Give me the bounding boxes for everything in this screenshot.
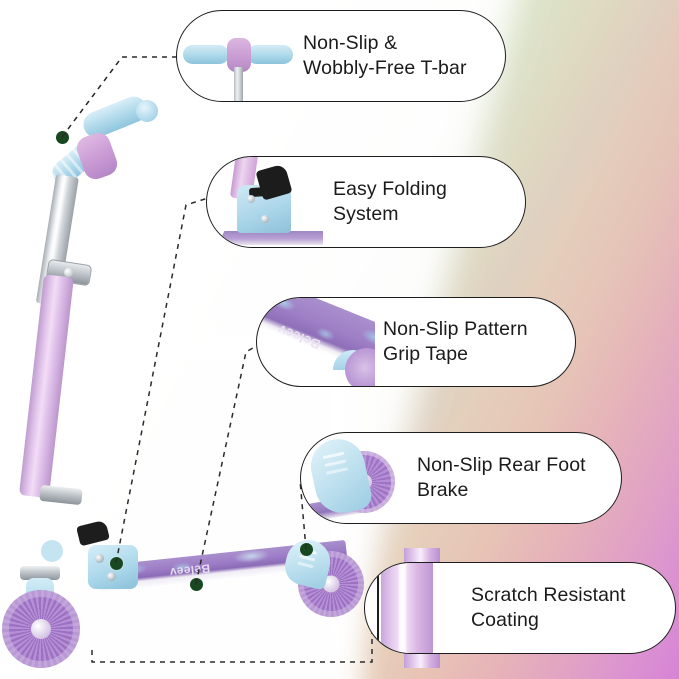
scooter-stem bbox=[18, 274, 74, 499]
handlebar-end-cap bbox=[136, 100, 158, 122]
thumb-folding-screw-lower bbox=[261, 215, 269, 223]
thumb-tbar-grip-right bbox=[247, 45, 293, 64]
thumb-folding-deck bbox=[217, 231, 323, 245]
callout-folding[interactable]: Easy Folding System bbox=[206, 156, 526, 248]
thumb-tbar-grip-left bbox=[183, 45, 229, 64]
callout-tbar-label: Non-Slip & Wobbly-Free T-bar bbox=[303, 31, 467, 79]
folding-lever bbox=[76, 519, 110, 547]
stem-collar bbox=[39, 484, 83, 506]
callout-griptape-label: Non-Slip Pattern Grip Tape bbox=[383, 317, 528, 365]
stem-logo-badge bbox=[41, 540, 63, 562]
callout-folding-label: Easy Folding System bbox=[333, 177, 447, 225]
thumb-coating-edge-line bbox=[377, 563, 379, 653]
front-wheel bbox=[2, 590, 80, 668]
callout-griptape[interactable]: Beleev Non-Slip Pattern Grip Tape bbox=[256, 297, 576, 387]
callout-tbar[interactable]: Non-Slip & Wobbly-Free T-bar bbox=[176, 10, 506, 102]
callout-coating-label: Scratch Resistant Coating bbox=[471, 583, 626, 631]
callout-coating[interactable]: Scratch Resistant Coating bbox=[364, 562, 676, 654]
thumb-coating-tube bbox=[381, 563, 433, 653]
callout-coating-thumbnail bbox=[365, 563, 465, 653]
thumb-griptape-wheel bbox=[345, 348, 375, 386]
hinge-screw-upper bbox=[95, 554, 104, 563]
deck-brand-text: Beleev bbox=[168, 561, 211, 580]
callout-griptape-thumbnail: Beleev bbox=[257, 298, 375, 386]
anchor-dot-folding bbox=[110, 557, 123, 570]
callout-brake-label: Non-Slip Rear Foot Brake bbox=[417, 453, 586, 501]
thumb-folding-screw-upper bbox=[247, 195, 255, 203]
hinge-screw-lower bbox=[107, 572, 116, 581]
fork-collar bbox=[20, 566, 60, 580]
handlebar-clamp bbox=[73, 129, 121, 183]
callout-tbar-thumbnail bbox=[177, 11, 297, 101]
anchor-dot-brake bbox=[300, 543, 313, 556]
thumb-tbar-pole bbox=[234, 67, 243, 101]
callout-folding-thumbnail bbox=[207, 157, 323, 247]
thumb-tbar-clamp bbox=[227, 38, 251, 72]
callout-brake[interactable]: Non-Slip Rear Foot Brake bbox=[300, 432, 622, 524]
anchor-dot-griptape bbox=[190, 578, 203, 591]
anchor-dot-tbar bbox=[56, 131, 69, 144]
callout-brake-thumbnail bbox=[301, 433, 411, 523]
